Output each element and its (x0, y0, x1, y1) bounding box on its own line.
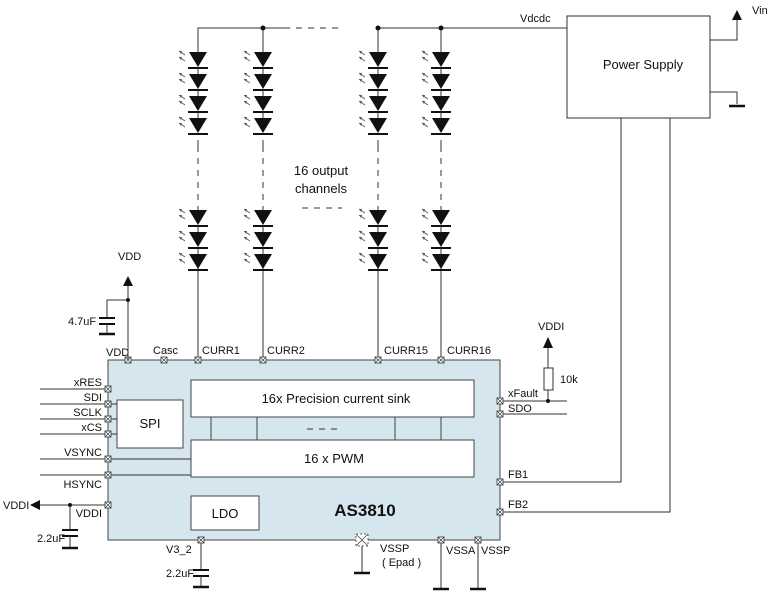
led-string-1 (197, 27, 263, 360)
power-supply-label: Power Supply (603, 57, 684, 72)
cap-vdd-label: 4.7uF (68, 316, 96, 328)
pin-hsync-label: HSYNC (63, 479, 102, 491)
current-sink-label: 16x Precision current sink (262, 391, 411, 406)
pin-curr1-label: CURR1 (202, 345, 240, 357)
capacitor-vdd-icon (97, 317, 117, 336)
vdd-supply-arrow-icon (123, 276, 133, 286)
pin-vssp-epad-label-2: ( Epad ) (382, 557, 421, 569)
vdd-supply-label: VDD (118, 251, 141, 263)
power-supply-box (566, 15, 711, 119)
vin-label: Vin (752, 5, 768, 17)
pwm-block (190, 439, 475, 478)
pin-vddi-label: VDDI (76, 508, 102, 520)
channels-note-line1: 16 output (294, 163, 349, 178)
current-sink-block (190, 379, 475, 418)
pin-vssp-label: VSSP (481, 545, 510, 557)
pin-vssp-epad-label-1: VSSP (380, 543, 409, 555)
pin-vssa-label: VSSA (446, 545, 476, 557)
led-diode-icon (178, 50, 452, 135)
spi-block (116, 399, 184, 449)
pin-sdi-label: SDI (84, 392, 102, 404)
led-diode-icon (178, 208, 452, 271)
cap-v3-label: 2.2uF (166, 568, 194, 580)
pin-sclk-label: SCLK (73, 407, 102, 419)
pin-xcs-label: xCS (81, 422, 102, 434)
pin-xres-label: xRES (74, 377, 102, 389)
vddi-out-arrow-icon (30, 500, 40, 510)
ldo-label: LDO (212, 506, 239, 521)
pin-xfault-label: xFault (508, 388, 538, 400)
channels-note-line2: channels (295, 181, 348, 196)
chip-name: AS3810 (334, 501, 395, 520)
vdcdc-label: Vdcdc (520, 13, 551, 25)
pin-curr2-label: CURR2 (267, 345, 305, 357)
cap-vddi-label: 2.2uF (37, 533, 65, 545)
vddi-pullup-arrow-icon (543, 337, 553, 348)
resistor-label: 10k (560, 374, 578, 386)
pin-fb1-label: FB1 (508, 469, 528, 481)
capacitor-vddi-icon (60, 505, 80, 550)
vddi-pullup-label: VDDI (538, 321, 564, 333)
pin-fb2-label: FB2 (508, 499, 528, 511)
pin-curr15-label: CURR15 (384, 345, 428, 357)
ldo-block (190, 495, 260, 531)
pin-casc-label: Casc (153, 345, 179, 357)
pin-curr16-label: CURR16 (447, 345, 491, 357)
spi-label: SPI (140, 416, 161, 431)
pin-vsync-label: VSYNC (64, 447, 102, 459)
vddi-out-label: VDDI (3, 500, 29, 512)
pin-vdd-label: VDD (106, 347, 129, 359)
vin-arrow-icon (732, 10, 742, 20)
capacitor-v3-icon (191, 543, 211, 589)
pin-sdo-label: SDO (508, 403, 532, 415)
resistor-10k-icon (543, 367, 554, 391)
pin-v3-2-label: V3_2 (166, 544, 192, 556)
pwm-label: 16 x PWM (304, 451, 364, 466)
